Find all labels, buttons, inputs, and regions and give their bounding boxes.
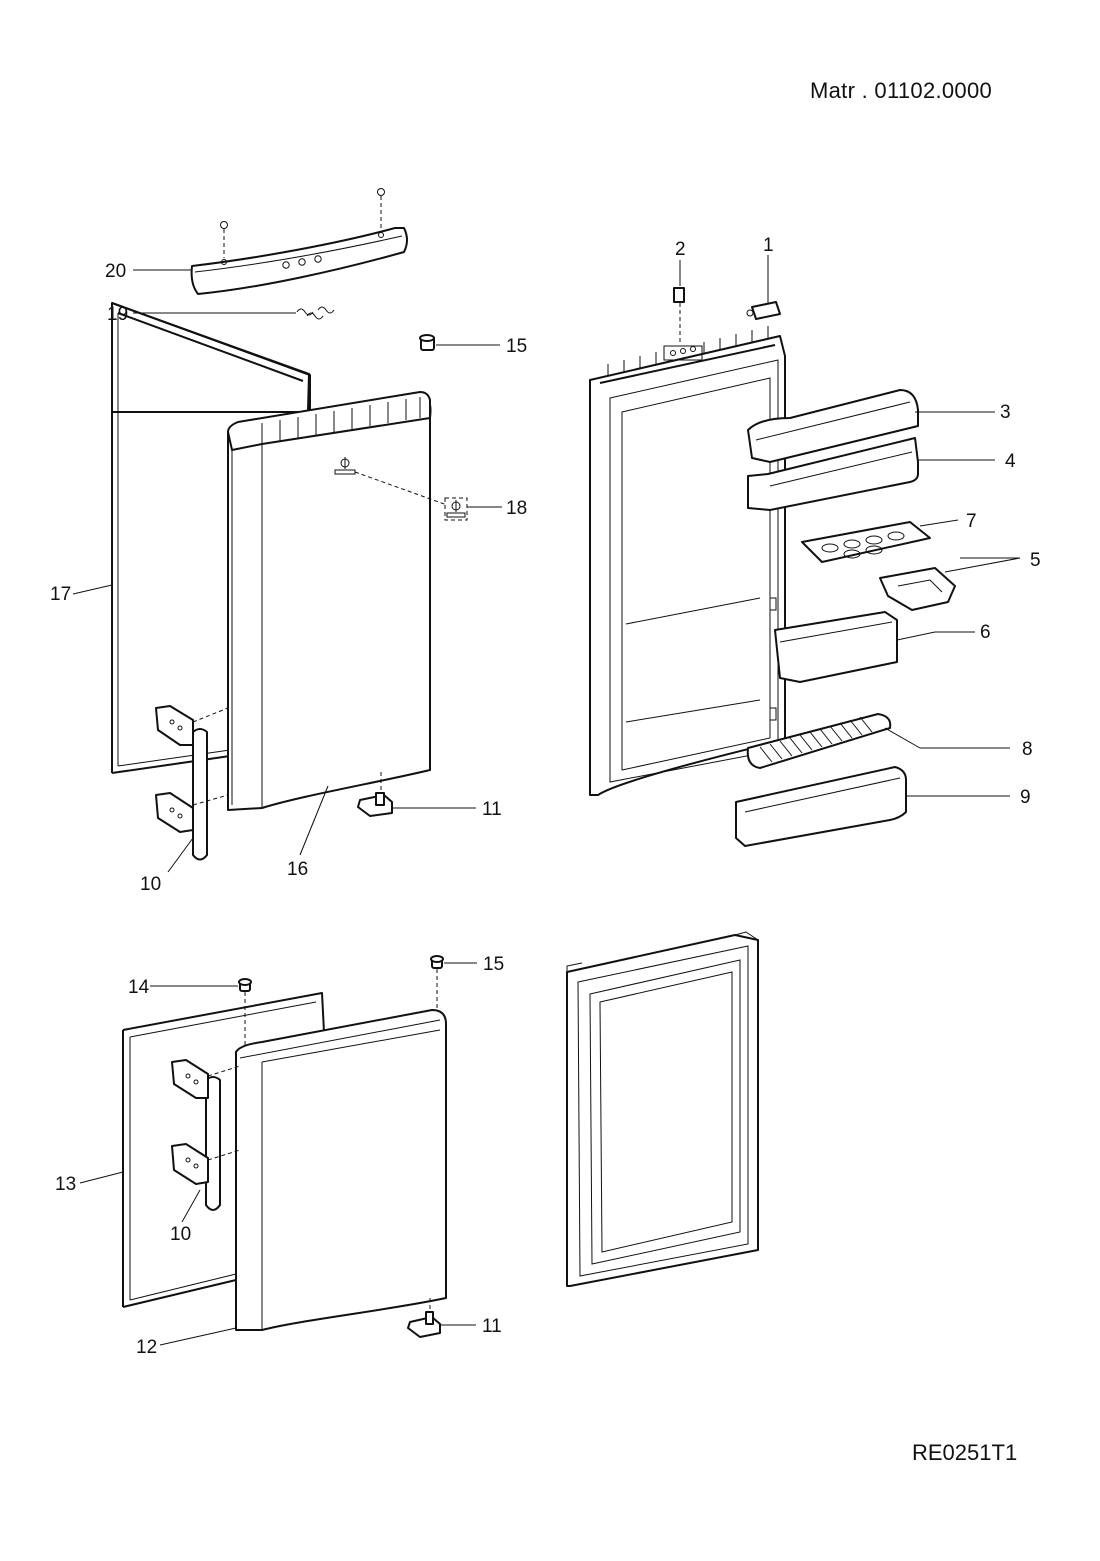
- door-gasket-lower: [122, 992, 325, 1308]
- callout-20: 20: [105, 261, 126, 282]
- freezer-door-inner-liner: [566, 931, 759, 1287]
- door-stop-part: [746, 301, 781, 320]
- callout-1: 1: [763, 235, 774, 256]
- callout-5: 5: [1030, 550, 1041, 571]
- door-handle-lower: [171, 1059, 241, 1211]
- hinge-bush-freezer-right: [430, 955, 444, 1010]
- fridge-door-outer: [227, 391, 432, 811]
- hinge-bush-upper: [419, 334, 435, 351]
- callout-7: 7: [966, 511, 977, 532]
- callout-19: 19: [107, 304, 128, 325]
- brand-badge: [354, 471, 468, 521]
- callout-10-lower: 10: [170, 1224, 191, 1245]
- door-shelf-middle: [774, 611, 898, 683]
- callout-6: 6: [980, 622, 991, 643]
- lower-hinge-bracket-upper: [357, 772, 393, 817]
- bottle-shelf: [735, 766, 907, 847]
- trim-screws: [220, 188, 385, 258]
- callout-9: 9: [1020, 787, 1031, 808]
- lower-hinge-bracket-lower: [407, 1298, 441, 1338]
- dairy-compartment-lid: [747, 389, 919, 463]
- top-trim-panel: [190, 227, 408, 295]
- bottle-holder-clip: [879, 567, 956, 611]
- callout-13: 13: [55, 1174, 76, 1195]
- drawing-reference-code: RE0251T1: [912, 1440, 1018, 1465]
- bottle-retainer-rail: [746, 713, 892, 769]
- door-handle-upper: [155, 705, 229, 861]
- callout-12: 12: [136, 1337, 157, 1358]
- egg-tray: [801, 521, 931, 563]
- dairy-compartment-shelf: [747, 437, 919, 511]
- callout-15-lower: 15: [483, 954, 504, 975]
- fridge-door-inner-liner: [589, 326, 786, 796]
- callout-8: 8: [1022, 739, 1033, 760]
- callout-2: 2: [675, 239, 686, 260]
- callout-17: 17: [50, 584, 71, 605]
- freezer-door-outer: [235, 1009, 447, 1331]
- spring-clips: [296, 306, 335, 320]
- model-number-label: Matr . 01102.0000: [810, 78, 993, 103]
- callout-15-upper: 15: [506, 336, 527, 357]
- callout-14: 14: [128, 977, 150, 998]
- hinge-cover-part: [673, 287, 685, 345]
- callout-18: 18: [506, 498, 527, 519]
- callout-10-upper: 10: [140, 874, 161, 895]
- callout-4: 4: [1005, 451, 1016, 472]
- callout-3: 3: [1000, 402, 1011, 423]
- callout-leader-lines: [72, 255, 1021, 1346]
- callout-11-upper: 11: [482, 799, 502, 820]
- callout-16: 16: [287, 859, 308, 880]
- callout-11-lower: 11: [482, 1316, 502, 1337]
